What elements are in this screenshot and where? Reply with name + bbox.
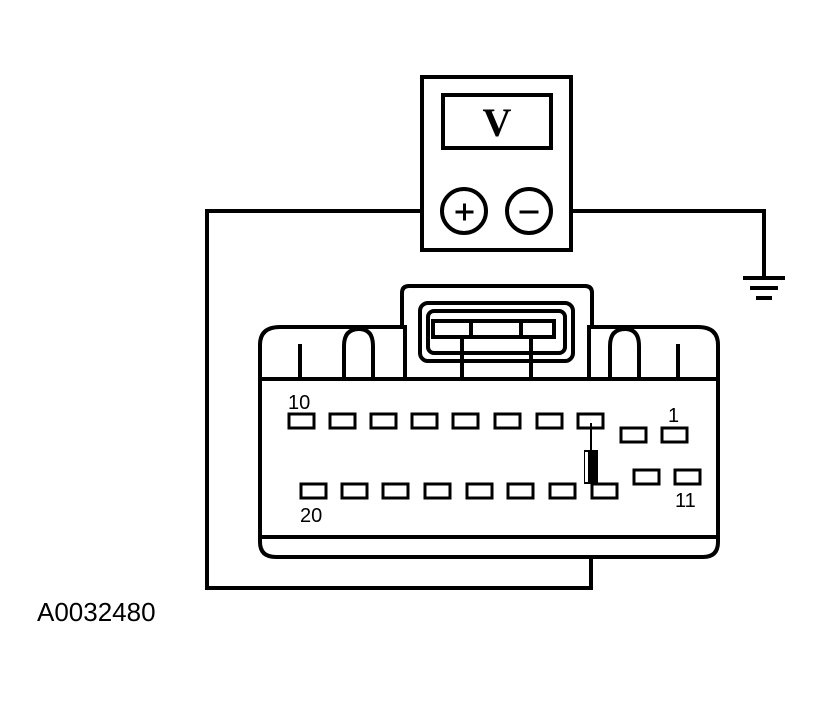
ground-symbol-icon <box>743 276 785 300</box>
meter-display-text: V <box>483 100 512 145</box>
pin-12 <box>632 468 661 486</box>
pin-17 <box>423 482 452 500</box>
pin-row-top <box>287 412 689 444</box>
pin-label-20: 20 <box>300 505 322 527</box>
pin-row-bottom <box>299 468 702 500</box>
pin-label-1: 1 <box>668 405 679 427</box>
voltmeter-icon <box>420 75 573 252</box>
pin-18 <box>381 482 410 500</box>
pin-label-10: 10 <box>288 392 310 414</box>
pin-20 <box>299 482 328 500</box>
pin-13 <box>590 482 619 500</box>
pin-8 <box>369 412 398 430</box>
pin-15 <box>506 482 535 500</box>
pin-7 <box>410 412 439 430</box>
test-probe-icon <box>584 423 598 484</box>
pin-11 <box>673 468 702 486</box>
pin-10 <box>287 412 316 430</box>
wire-negative <box>549 209 766 277</box>
pin-4 <box>535 412 564 430</box>
pin-2 <box>619 426 648 444</box>
pin-16 <box>465 482 494 500</box>
pin-19 <box>340 482 369 500</box>
pin-9 <box>328 412 357 430</box>
pin-1 <box>660 426 689 444</box>
pin-5 <box>493 412 522 430</box>
pin-label-11: 11 <box>675 490 696 512</box>
reference-code: A0032480 <box>37 597 156 627</box>
connector-housing <box>258 284 720 559</box>
pin-14 <box>548 482 577 500</box>
pin-6 <box>451 412 480 430</box>
